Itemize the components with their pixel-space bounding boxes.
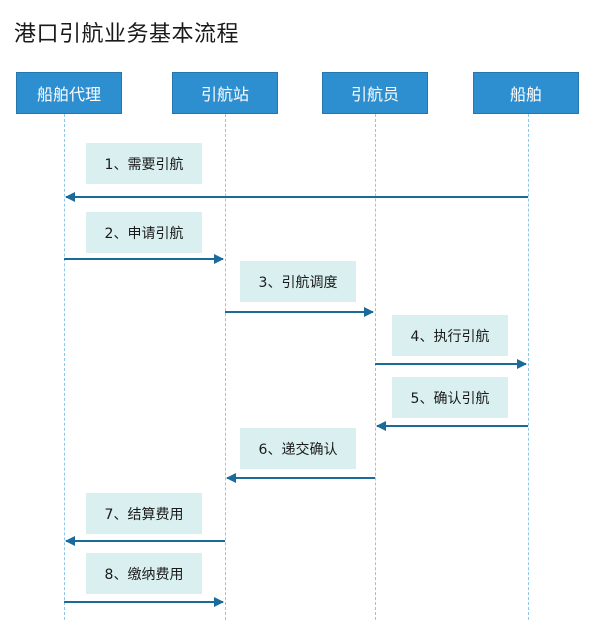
message-label-8: 8、缴纳费用 <box>86 553 202 594</box>
participant-pilot: 引航员 <box>322 72 428 114</box>
lifeline-pilot <box>375 114 376 620</box>
participant-ship-agent: 船舶代理 <box>16 72 122 114</box>
message-label-7: 7、结算费用 <box>86 493 202 534</box>
message-label-2: 2、申请引航 <box>86 212 202 253</box>
lifeline-pilot-station <box>225 114 226 620</box>
lifeline-ship-agent <box>64 114 65 620</box>
lifeline-ship <box>528 114 529 620</box>
message-label-1: 1、需要引航 <box>86 143 202 184</box>
message-label-6: 6、递交确认 <box>240 428 356 469</box>
diagram-title: 港口引航业务基本流程 <box>14 22 240 47</box>
participant-ship: 船舶 <box>473 72 579 114</box>
message-label-4: 4、执行引航 <box>392 315 508 356</box>
message-label-3: 3、引航调度 <box>240 261 356 302</box>
participant-pilot-station: 引航站 <box>172 72 278 114</box>
message-label-5: 5、确认引航 <box>392 377 508 418</box>
